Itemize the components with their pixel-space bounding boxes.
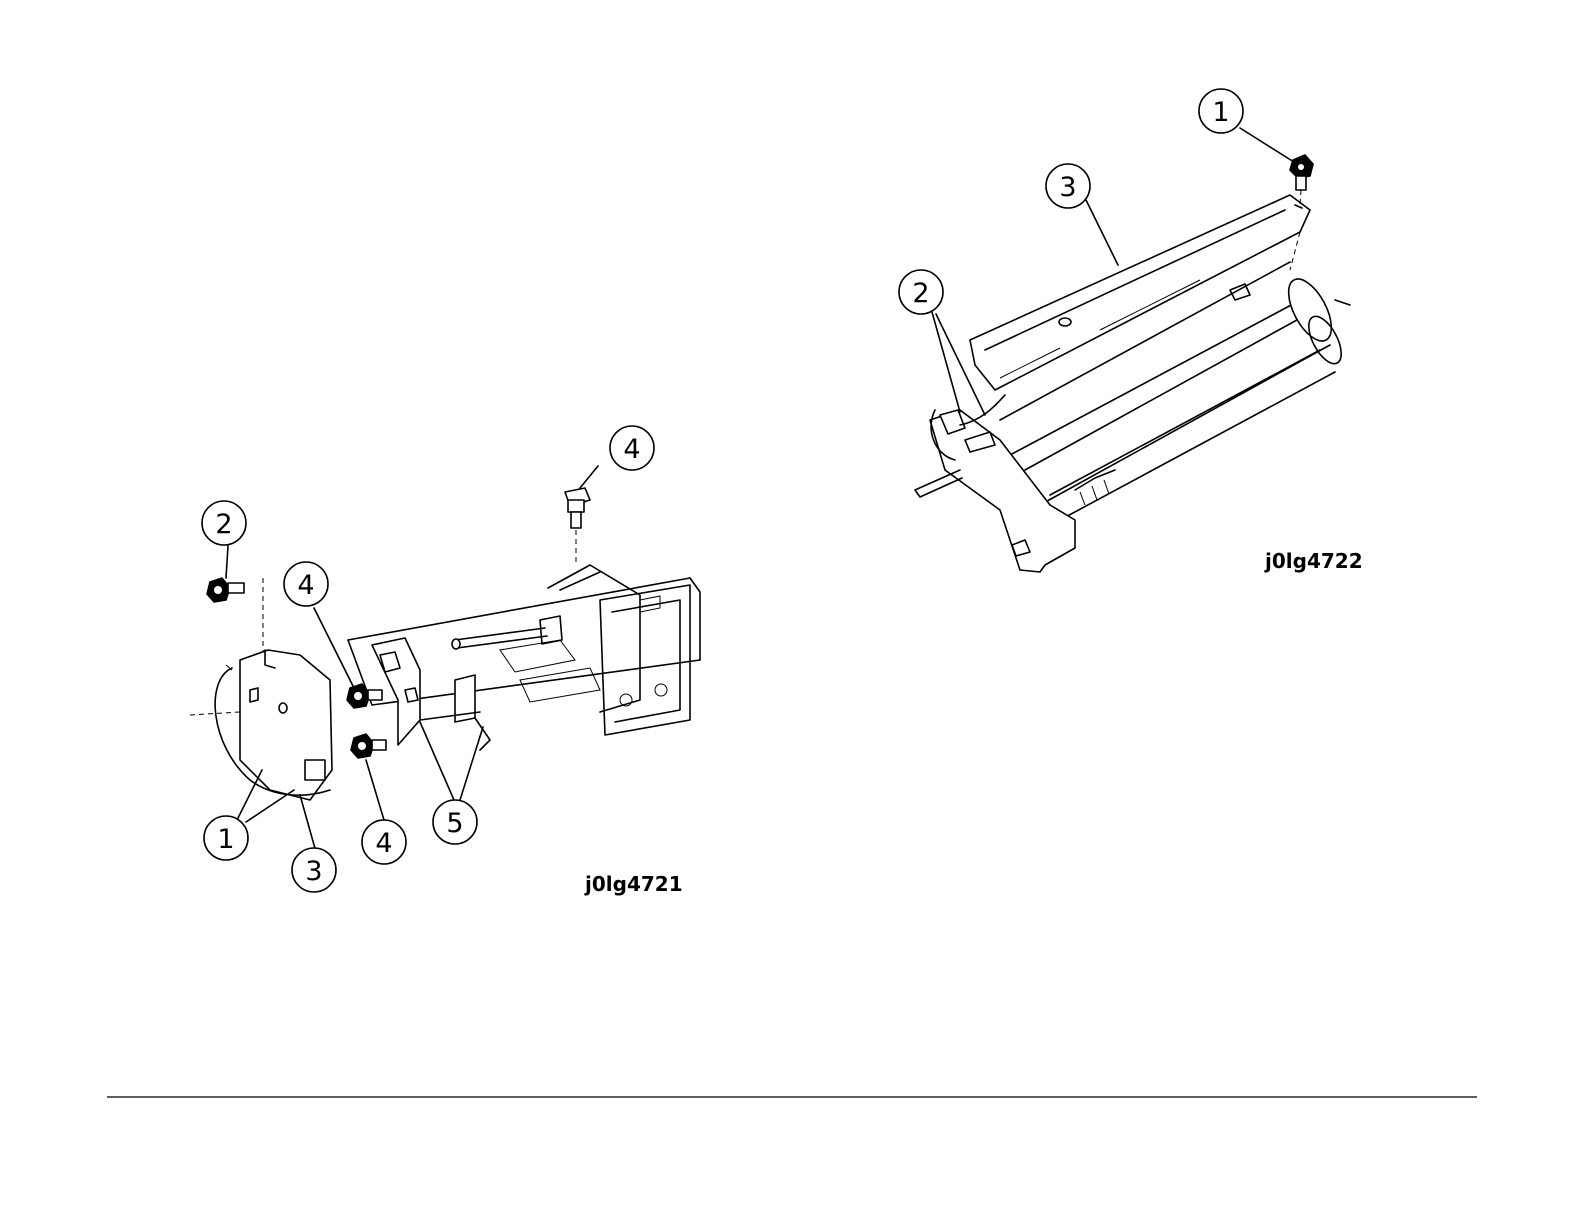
figure-left-shaft — [452, 616, 562, 649]
svg-text:1: 1 — [217, 824, 234, 855]
svg-text:4: 4 — [297, 570, 314, 601]
figure-id-left: j0lg4721 — [584, 872, 683, 896]
svg-text:2: 2 — [215, 509, 232, 540]
svg-text:1: 1 — [1212, 97, 1229, 128]
svg-text:5: 5 — [446, 808, 463, 839]
callout-2-left: 2 — [202, 501, 246, 545]
bracket-5 — [372, 638, 490, 750]
callout-4-middle-left: 4 — [284, 562, 328, 606]
screw-4-lower — [351, 734, 386, 758]
figure-left: 2 4 4 4 5 1 3 j0lg4721 — [190, 426, 700, 896]
screw-2-left — [207, 578, 244, 602]
callout-3-right: 3 — [1046, 164, 1090, 208]
callout-2-right: 2 — [899, 270, 943, 314]
svg-text:4: 4 — [375, 828, 392, 859]
callout-5-left: 5 — [433, 800, 477, 844]
figure-right: 1 3 2 j0lg4722 — [899, 89, 1363, 573]
figure-id-right: j0lg4722 — [1264, 549, 1363, 573]
top-cover-3 — [970, 195, 1310, 390]
callout-4-lower-left: 4 — [362, 820, 406, 864]
callout-4-top-left: 4 — [610, 426, 654, 470]
callout-1-left: 1 — [204, 816, 248, 860]
svg-text:3: 3 — [305, 856, 322, 887]
callout-3-left: 3 — [292, 848, 336, 892]
side-plate-3 — [190, 578, 332, 800]
screw-4-top — [565, 488, 590, 565]
svg-text:2: 2 — [912, 278, 929, 309]
callout-1-right: 1 — [1199, 89, 1243, 133]
svg-text:3: 3 — [1059, 172, 1076, 203]
frame-base — [915, 410, 1115, 572]
roller-assembly — [1000, 262, 1350, 520]
svg-text:4: 4 — [623, 434, 640, 465]
